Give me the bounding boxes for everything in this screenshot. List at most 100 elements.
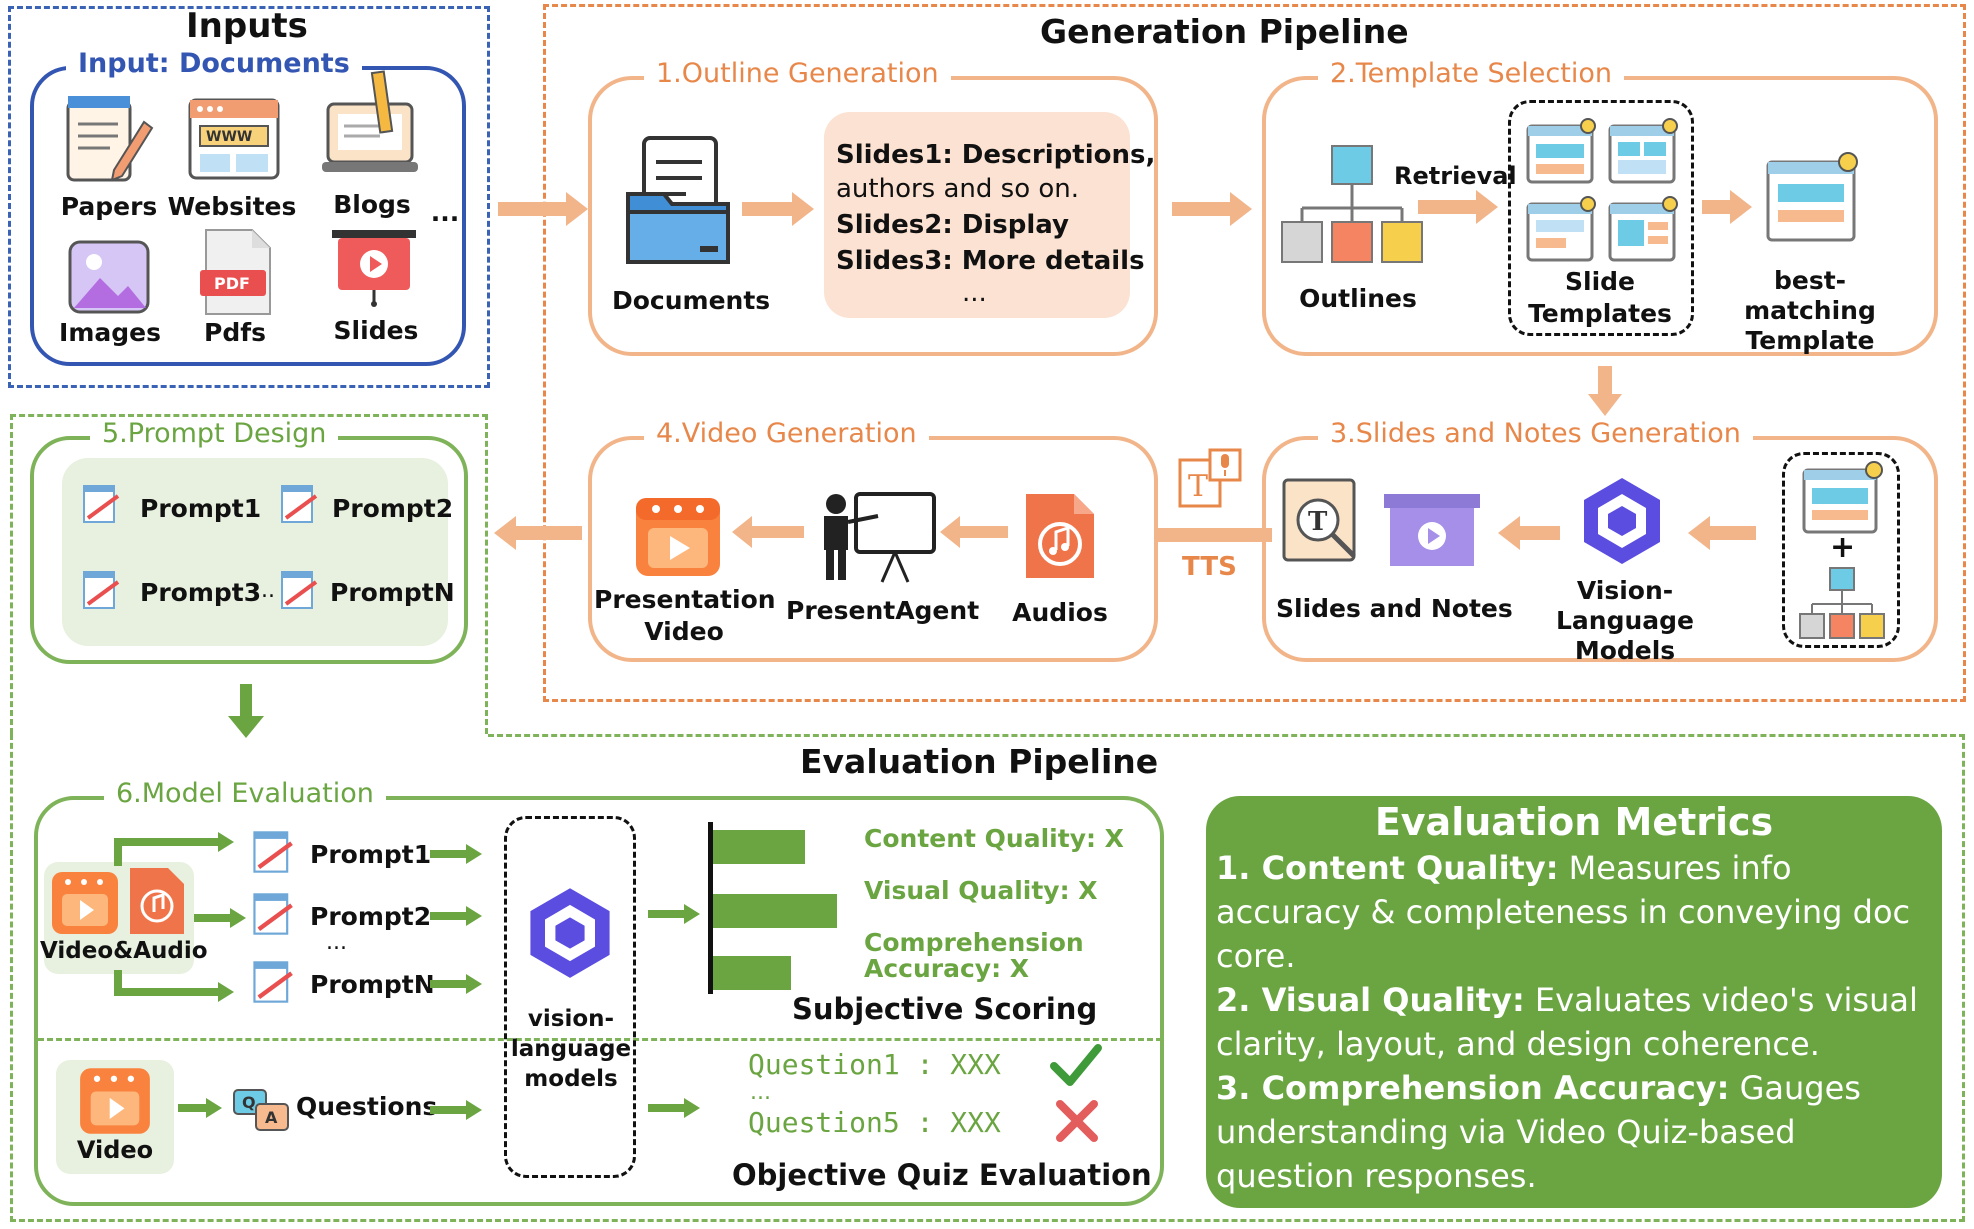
evaluation-region [10, 734, 1965, 1222]
score-visual-label: Visual Quality: X [864, 876, 1098, 905]
arrow-head [218, 832, 234, 852]
arrow-head [1588, 394, 1622, 416]
arrow-video-to-questions [178, 1104, 208, 1112]
arrow-retrieval [1418, 200, 1478, 214]
arrow-head [684, 904, 700, 924]
arrow-questions-to-vlm [430, 1106, 468, 1114]
template-icon-1 [1526, 118, 1596, 184]
objective-label: Objective Quiz Evaluation [732, 1158, 1152, 1192]
metric-item-2: 2. Visual Quality: Evaluates video's vis… [1216, 981, 1918, 1063]
eval-prompt-n: PromptN [310, 970, 435, 999]
questions-icon: Q A [233, 1089, 289, 1131]
prompt-icon [281, 485, 318, 523]
slides-notes-label: Slides and Notes [1276, 594, 1513, 623]
input-label-papers: Papers [60, 192, 158, 221]
input-label-images: Images [59, 318, 161, 347]
prompt-label-2: Prompt2 [332, 494, 454, 523]
eval-vlm-box [504, 816, 636, 1178]
metric-item-3: 3. Comprehension Accuracy: Gauges unders… [1216, 1069, 1861, 1195]
prompt-ellipsis: ... [254, 578, 275, 603]
arrow-inputs-to-generation [498, 202, 568, 216]
arrow-head [230, 908, 246, 928]
arrow-docs-to-outline [742, 202, 794, 216]
check-icon [1050, 1044, 1102, 1086]
arrow-head [684, 1098, 700, 1118]
question5-label: Question5 : XXX [748, 1106, 1001, 1139]
template-icon-4 [1608, 196, 1678, 262]
template-stage-title: 2.Template Selection [1318, 58, 1624, 89]
svg-text:WWW: WWW [206, 129, 252, 145]
prompt-label-1: Prompt1 [140, 494, 262, 523]
slides-notes-doc-icon: T [1282, 478, 1356, 562]
prompt-label-n: PromptN [330, 578, 455, 607]
score-bar-visual [713, 894, 837, 928]
outline-tree-icon [1281, 145, 1423, 263]
arrow-vlm-to-slides [1520, 526, 1560, 540]
retrieval-label: Retrieval [1394, 162, 1517, 190]
outline-tree-small-icon [1799, 567, 1885, 639]
arrow-head [792, 192, 814, 226]
evaluation-title: Evaluation Pipeline [800, 742, 1159, 781]
quiz-video-label: Video [76, 1136, 154, 1164]
arrow-prompt-to-eval [240, 684, 252, 720]
svg-text:T: T [1188, 469, 1208, 504]
best-matching-label: best-matching Template [1744, 266, 1876, 355]
arrow-head [466, 906, 482, 926]
slides-icon [332, 230, 416, 307]
video-stage-title: 4.Video Generation [644, 418, 929, 449]
svg-text:T: T [1308, 507, 1328, 537]
score-content-label: Content Quality: X [864, 824, 1124, 853]
outline-line-5: ... [962, 278, 987, 308]
images-icon [68, 240, 150, 314]
arrow-head [466, 974, 482, 994]
present-agent-label: PresentAgent [786, 596, 980, 625]
prompt-icon [83, 485, 120, 523]
outline-line-4: Slides3: More details [836, 246, 1145, 276]
arrow-head [940, 516, 960, 548]
arrow-agent-to-video [752, 526, 804, 538]
arrow-head [1730, 190, 1752, 224]
arrow-head [466, 844, 482, 864]
arrow-head [1476, 190, 1498, 224]
outline-line-2: authors and so on. [836, 174, 1080, 204]
branch-line-middle [194, 914, 232, 922]
blogs-icon [322, 70, 418, 172]
arrow-audio-to-agent [960, 526, 1008, 538]
input-label-blogs: Blogs [333, 190, 411, 219]
arrow-head [1688, 516, 1710, 550]
arrow-to-best [1702, 200, 1732, 214]
arrow-head [206, 1098, 222, 1118]
arrow-head [1498, 516, 1520, 550]
prompt-icon [281, 571, 318, 609]
question-dots: ... [750, 1080, 771, 1105]
inputs-region [8, 6, 490, 388]
svg-text:Q: Q [242, 1093, 256, 1112]
outlines-label: Outlines [1299, 284, 1417, 313]
subjective-label: Subjective Scoring [792, 992, 1098, 1026]
arrow-head [566, 192, 588, 226]
input-label-pdfs: Pdfs [204, 318, 266, 347]
arrow-template-to-slides [1598, 366, 1612, 396]
slide-templates-group [1508, 100, 1694, 336]
arrow-head [228, 716, 264, 738]
plus-sign: + [1830, 530, 1856, 565]
svg-text:A: A [265, 1108, 278, 1127]
quiz-video-icon [80, 1068, 150, 1134]
arrow-outline-to-template [1172, 202, 1232, 216]
inputs-title: Inputs [186, 6, 308, 46]
slides-video-icon [1384, 494, 1480, 566]
model-eval-divider [38, 1038, 1162, 1041]
template-icon-3 [1526, 196, 1596, 262]
question1-label: Question1 : XXX [748, 1048, 1001, 1081]
prompt-region [10, 414, 488, 734]
prompt-label-3: Prompt3 [140, 578, 262, 607]
cross-icon [1056, 1100, 1098, 1142]
arrow-into-vlm [1710, 526, 1756, 540]
inputs-subtitle: Input: Documents [66, 48, 362, 79]
arrow-head [466, 1100, 482, 1120]
input-ellipsis: ... [430, 198, 460, 227]
score-bar-content [713, 830, 805, 864]
arrow-vlm-to-scores [648, 910, 686, 918]
audio-icon [130, 868, 184, 934]
pdf-icon: PDF [200, 229, 271, 315]
